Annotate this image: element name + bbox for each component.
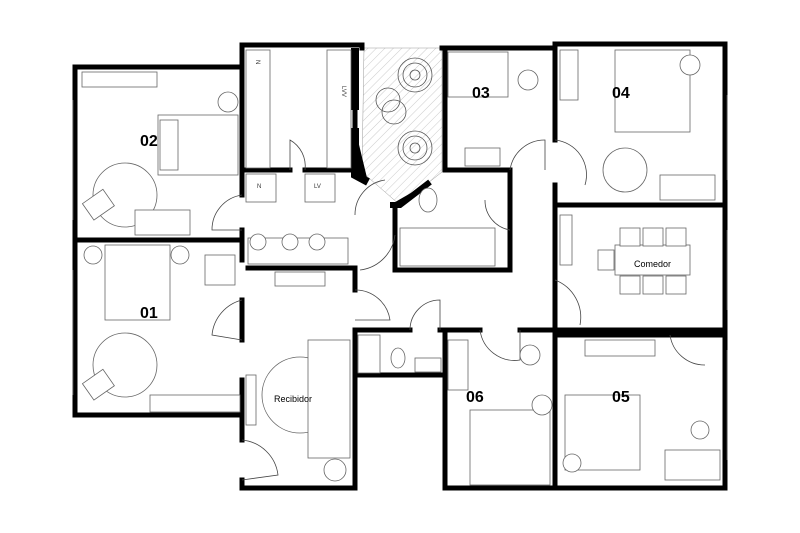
room-label-01: 01 xyxy=(140,305,158,322)
room-label-04: 04 xyxy=(612,85,630,102)
dishwasher-label: LVV xyxy=(340,86,346,97)
room-label-03: 03 xyxy=(472,85,490,102)
doors xyxy=(211,139,706,481)
fridge-label: N xyxy=(254,60,260,64)
washer-label: LV xyxy=(314,184,321,190)
room-label-02: 02 xyxy=(140,133,158,150)
room-label-06: 06 xyxy=(466,389,484,406)
plant-icon xyxy=(375,57,433,166)
walls xyxy=(72,41,728,491)
windows xyxy=(72,95,728,460)
hall-fridge-label: N xyxy=(257,184,261,190)
furniture xyxy=(81,49,721,486)
room-label-05: 05 xyxy=(612,389,630,406)
room-label-comedor: Comedor xyxy=(634,259,671,269)
room-label-recibidor: Recibidor xyxy=(274,394,312,404)
patio xyxy=(361,47,443,206)
